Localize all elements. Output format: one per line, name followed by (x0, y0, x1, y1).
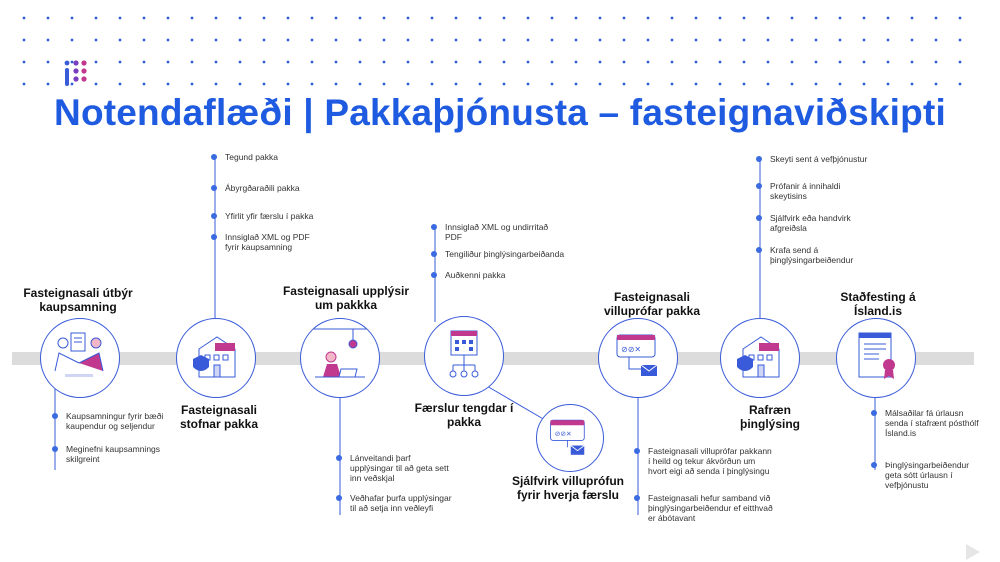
dot-grid-decoration (22, 16, 962, 86)
play-icon[interactable] (966, 544, 980, 560)
list-item: Ábyrgðaraðili pakka (211, 183, 326, 193)
logo-icon (64, 60, 87, 86)
stage-circle-s8 (836, 318, 916, 398)
stage-title-s1: Fasteignasali útbýr kaupsamning (23, 286, 133, 314)
list-item: Innsiglað XML og PDF fyrir kaupsamning (211, 232, 326, 252)
stage-title-s6: Fasteignasali villuprófar pakka (603, 290, 701, 318)
stage-title-s8: Staðfesting á Ísland.is (840, 290, 916, 318)
stage-circle-s1 (40, 318, 120, 398)
list-item: Fasteignasali hefur samband við þinglýsi… (634, 493, 774, 523)
handshake-contract-icon (54, 332, 104, 377)
svg-text:⊘⊘✕: ⊘⊘✕ (555, 430, 572, 438)
list-item: Þinglýsingarbeiðendur geta sótt úrlausn … (871, 460, 986, 490)
list-s1: Kaupsamningur fyrir bæði kaupendur og se… (52, 411, 187, 464)
stage-circle-s7 (720, 318, 800, 398)
stage-circle-s6: ⊘⊘✕ (598, 318, 678, 398)
validation-window-icon: ⊘⊘✕ (550, 419, 585, 455)
list-item: Innsiglað XML og undirritað PDF (431, 222, 566, 242)
stage-circle-s4 (424, 316, 504, 396)
stage-circle-s3 (300, 318, 380, 398)
list-item: Tegund pakka (211, 152, 326, 162)
stage-circle-s2 (176, 318, 256, 398)
page-title: Notendaflæði | Pakkaþjónusta – fasteigna… (54, 92, 946, 133)
list-s8: Málsaðilar fá úrlausn senda í stafrænt p… (871, 408, 986, 490)
list-item: Lánveitandi þarf upplýsingar til að geta… (336, 453, 456, 483)
building-network-icon (449, 330, 479, 378)
svg-text:⊘⊘✕: ⊘⊘✕ (621, 345, 641, 354)
list-item: Veðhafar þurfa upplýsingar til að setja … (336, 493, 456, 513)
stage-title-s2: Fasteignasali stofnar pakka (179, 403, 259, 431)
list-s2: Tegund pakka Ábyrgðaraðili pakka Yfirlit… (211, 152, 326, 252)
list-item: Prófanir á innihaldi skeytisins (756, 181, 874, 201)
list-item: Auðkenni pakka (431, 270, 566, 280)
list-item: Skeyti sent á vefþjónustur (756, 154, 874, 164)
list-s6: Fasteignasali villuprófar pakkann í heil… (634, 446, 774, 523)
person-laptop-icon (311, 328, 367, 378)
list-item: Tengiliður þinglýsingarbeiðanda (431, 249, 566, 259)
stage-circle-s5: ⊘⊘✕ (536, 404, 604, 472)
list-s3: Lánveitandi þarf upplýsingar til að geta… (336, 453, 456, 513)
list-item: Krafa send á þinglýsingarbeiðendur (756, 245, 874, 265)
list-item: Yfirlit yfir færslu í pakka (211, 211, 326, 221)
validation-mail-icon: ⊘⊘✕ (616, 334, 658, 376)
list-s7: Skeyti sent á vefþjónustur Prófanir á in… (756, 154, 874, 265)
list-item: Fasteignasali villuprófar pakkann í heil… (634, 446, 774, 476)
stage-title-s3: Fasteignasali upplýsir um pakkka (282, 284, 410, 312)
list-item: Sjálfvirk eða handvirk afgreiðsla (756, 213, 874, 233)
stage-title-s4: Færslur tengdar í pakka (414, 401, 514, 429)
stage-title-s5: Sjálfvirk villuprófun fyrir hverja færsl… (511, 474, 625, 502)
house-shield-icon (737, 336, 780, 378)
house-shield-icon (193, 336, 236, 378)
stage-title-s7: Rafræn þinglýsing (740, 403, 800, 431)
list-item: Málsaðilar fá úrlausn senda í stafrænt p… (871, 408, 986, 438)
certificate-scroll-icon (858, 332, 895, 379)
list-item: Meginefni kaupsamnings skilgreint (52, 444, 187, 464)
list-s4: Innsiglað XML og undirritað PDF Tengilið… (431, 222, 566, 280)
list-item: Kaupsamningur fyrir bæði kaupendur og se… (52, 411, 187, 431)
